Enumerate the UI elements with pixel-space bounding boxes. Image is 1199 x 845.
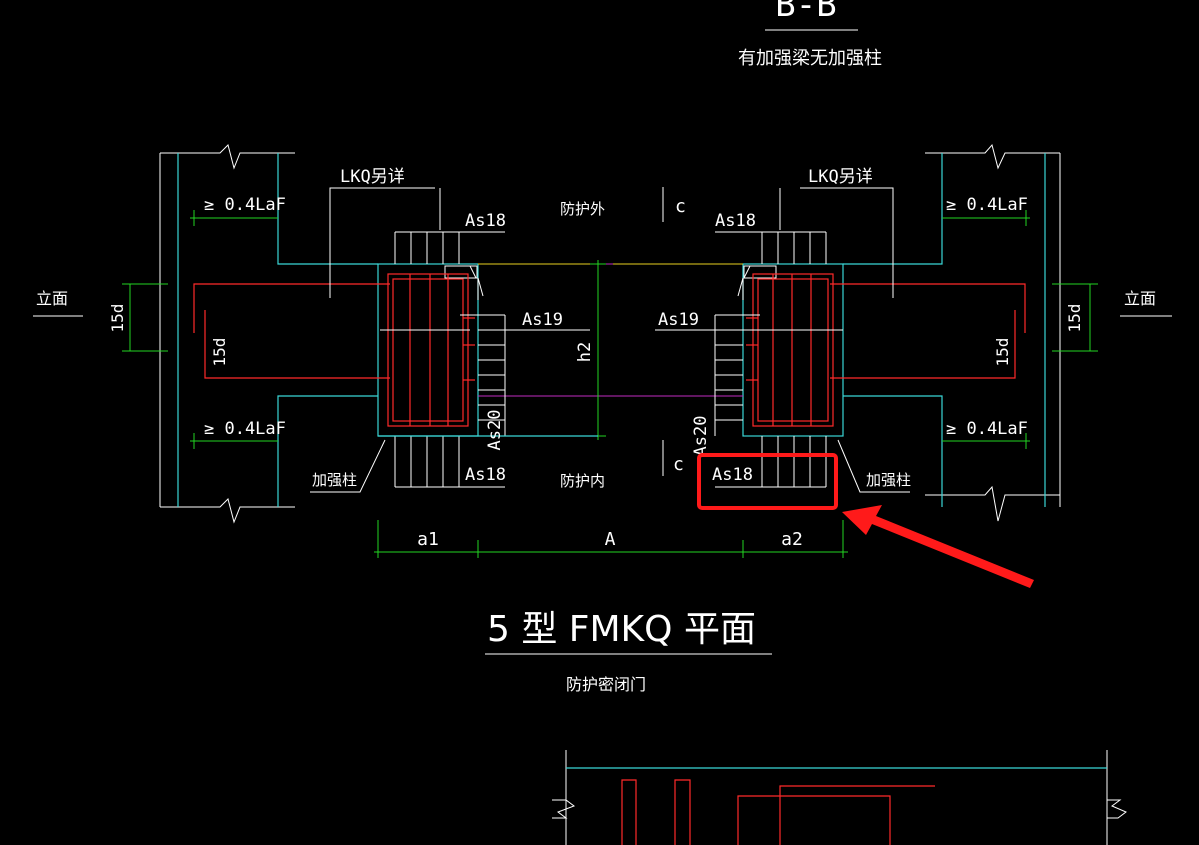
15d-inner-left: 15d bbox=[210, 338, 229, 367]
laf-top-left: ≥ 0.4LaF bbox=[204, 195, 286, 215]
as20-left: As20 bbox=[485, 410, 505, 451]
drawing-title: 5 型 FMKQ 平面 bbox=[487, 609, 756, 650]
c-bottom-label: c bbox=[673, 454, 684, 475]
elevation-left-label: 立面 bbox=[36, 289, 68, 308]
laf-top-right: ≥ 0.4LaF bbox=[946, 195, 1028, 215]
elevation-right-label: 立面 bbox=[1124, 289, 1156, 308]
lkq-left-label: LKQ另详 bbox=[340, 167, 405, 187]
section-subtitle: 有加强梁无加强柱 bbox=[738, 48, 882, 69]
leader-lines bbox=[33, 187, 1172, 493]
outer-wall-frame bbox=[159, 143, 1061, 524]
as20-right: As20 bbox=[691, 416, 711, 457]
concrete-outline bbox=[177, 153, 1046, 507]
highlight-arrow-icon bbox=[842, 505, 1034, 588]
rebar-ladders bbox=[380, 231, 843, 488]
door-leaf bbox=[444, 263, 777, 397]
dim-a1-label: a1 bbox=[417, 529, 439, 550]
as18-bottom-right: As18 bbox=[712, 465, 753, 485]
lkq-right-label: LKQ另详 bbox=[808, 167, 873, 187]
as18-top-left: As18 bbox=[465, 211, 506, 231]
section-label: B-B bbox=[775, 0, 836, 25]
column-right-label: 加强柱 bbox=[866, 471, 911, 489]
laf-bottom-left: ≥ 0.4LaF bbox=[204, 419, 286, 439]
inside-label: 防护内 bbox=[560, 472, 605, 490]
dim-a2-label: a2 bbox=[781, 529, 803, 550]
section-title-group: B-B 有加强梁无加强柱 bbox=[738, 0, 882, 69]
c-top-label: c bbox=[675, 196, 686, 217]
drawing-labels: LKQ另详 LKQ另详 防护外 防护内 c c 立面 立面 ≥ 0.4LaF ≥… bbox=[36, 167, 1156, 550]
15d-outer-left: 15d bbox=[108, 304, 127, 333]
lower-partial-drawing bbox=[552, 750, 1127, 845]
column-left-label: 加强柱 bbox=[312, 471, 357, 489]
as19-left: As19 bbox=[522, 310, 563, 330]
highlight-box bbox=[697, 453, 838, 510]
laf-bottom-right: ≥ 0.4LaF bbox=[946, 419, 1028, 439]
as18-bottom-left: As18 bbox=[465, 465, 506, 485]
as19-right: As19 bbox=[658, 310, 699, 330]
highlight-annotation bbox=[697, 453, 1034, 588]
h2-label: h2 bbox=[575, 342, 595, 362]
rebar-lines bbox=[193, 273, 1026, 427]
drawing-subtitle: 防护密闭门 bbox=[566, 675, 646, 694]
dim-A-label: A bbox=[605, 529, 616, 550]
as18-top-right: As18 bbox=[715, 211, 756, 231]
15d-outer-right: 15d bbox=[1065, 304, 1084, 333]
dimension-lines bbox=[122, 210, 1098, 558]
drawing-title-group: 5 型 FMKQ 平面 防护密闭门 bbox=[485, 609, 772, 694]
outside-label: 防护外 bbox=[560, 200, 605, 218]
15d-inner-right: 15d bbox=[993, 338, 1012, 367]
